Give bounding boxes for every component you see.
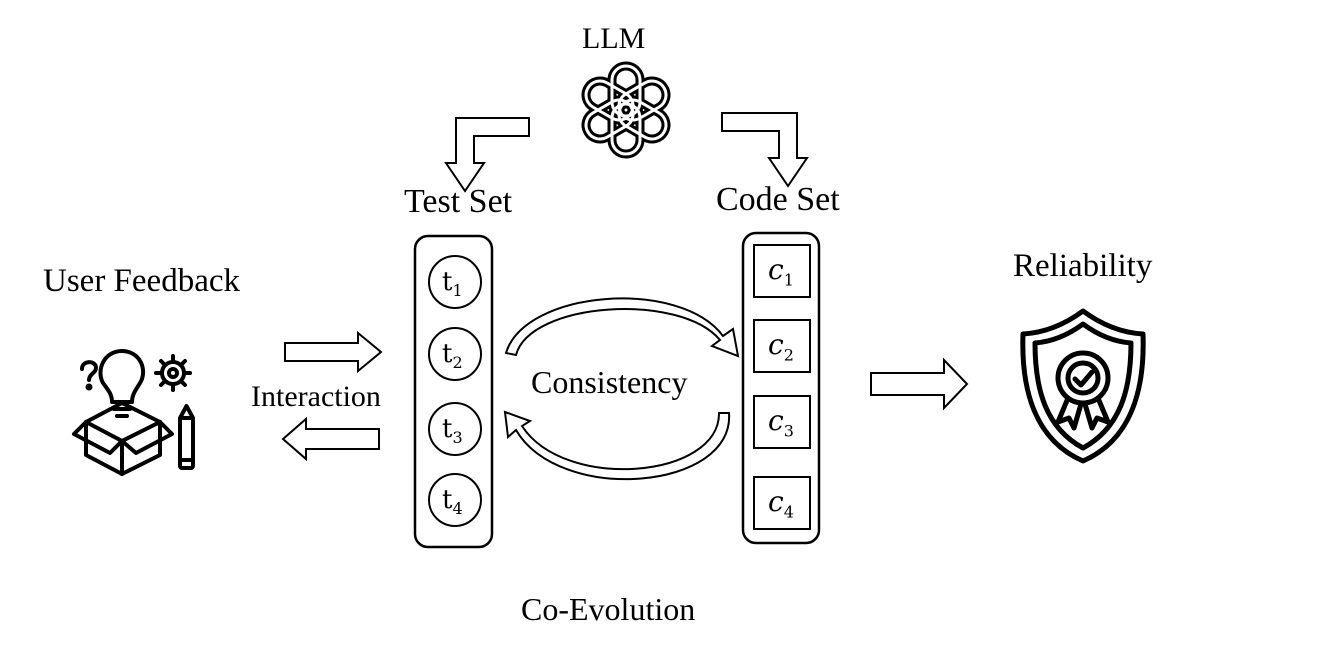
llm-to-test-arrow	[444, 117, 530, 193]
test-item-circle	[428, 402, 482, 456]
lightbulb-box-gear-pencil-icon	[72, 349, 195, 476]
consistency-label: Consistency	[531, 364, 688, 400]
code-item-box	[753, 476, 811, 530]
interaction-label: Interaction	[251, 380, 381, 413]
test-item-circle	[428, 327, 482, 381]
llm-label: LLM	[582, 22, 646, 55]
test-item-circle	[428, 255, 482, 309]
code-item-label: c4	[768, 485, 794, 522]
code-to-reliability-arrow	[870, 357, 969, 411]
test-item-label: t3	[442, 414, 463, 448]
code-item-box	[753, 319, 811, 373]
llm-to-code-arrow	[721, 112, 809, 188]
test-item-label: t1	[442, 267, 463, 301]
tests-to-feedback-arrow	[281, 416, 380, 462]
test-item-label: t4	[442, 485, 463, 519]
user-feedback-label: User Feedback	[43, 263, 241, 299]
code-to-tests-curved-arrow	[503, 410, 731, 480]
co-evolution-label: Co-Evolution	[521, 591, 696, 627]
test-item-circle	[428, 473, 482, 527]
code-item-box	[753, 244, 811, 298]
test-set-label: Test Set	[404, 183, 513, 220]
code-item-label: c1	[768, 253, 794, 290]
test-set-container	[413, 234, 494, 549]
code-item-box	[753, 395, 811, 449]
feedback-to-tests-arrow	[284, 330, 383, 374]
code-item-label: c3	[768, 404, 794, 441]
shield-badge-check-icon	[1020, 308, 1146, 464]
test-item-label: t2	[442, 339, 463, 373]
tests-to-code-curved-arrow	[504, 297, 740, 358]
code-set-label: Code Set	[716, 181, 840, 218]
code-set-container	[741, 231, 821, 545]
reliability-label: Reliability	[1013, 248, 1153, 284]
openai-logo-icon	[581, 61, 671, 159]
code-item-label: c2	[768, 328, 794, 365]
